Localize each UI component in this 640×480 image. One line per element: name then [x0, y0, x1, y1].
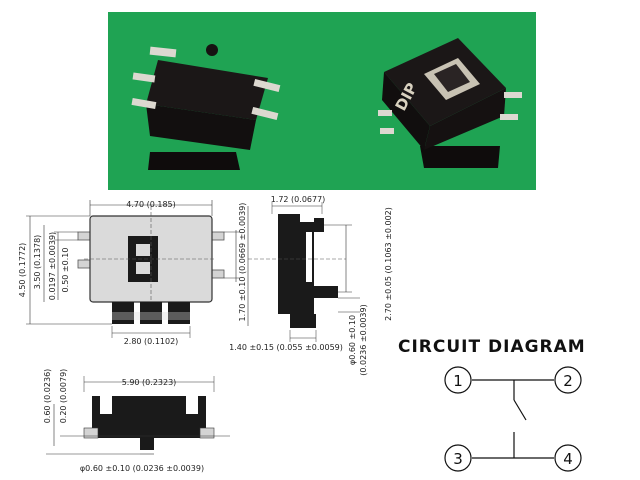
dim-lead-width-2: 0.50 ±0.10 — [61, 248, 70, 293]
front-pin — [140, 438, 154, 450]
top-view-drawing: 4.70 (0.185) 4.50 (0.1772) 3.50 (0.1378)… — [18, 200, 247, 346]
front-view-drawing: 5.90 (0.2323) 0.60 (0.0236) 0.20 (0.0079… — [43, 369, 230, 473]
dim-side-pin-2: (0.0236 ±0.0039) — [359, 304, 368, 375]
dim-front-height: 0.60 (0.0236) — [43, 369, 52, 424]
switch-contact — [513, 399, 527, 421]
actuator-nub — [206, 44, 218, 56]
lead — [149, 46, 177, 58]
bottom-pin — [168, 302, 190, 324]
node-4 — [554, 444, 582, 472]
dim-lead-width: 0.0197 ±0.0039) — [48, 232, 57, 300]
node-1-label: 1 — [453, 372, 463, 390]
node-2-label: 2 — [563, 372, 573, 390]
side-view-drawing: 1.72 (0.0677) 2.70 ±0.05 (0.1063 ±0.002)… — [229, 195, 393, 376]
circuit-diagram: CIRCUIT DIAGRAM 1 2 3 4 — [398, 337, 586, 472]
dim-inner-height: 3.50 (0.1378) — [33, 235, 42, 290]
bottom-pin — [112, 302, 134, 324]
lead — [504, 92, 522, 98]
lead — [83, 427, 99, 439]
lead — [380, 128, 394, 134]
lead — [132, 72, 156, 83]
lead — [131, 97, 157, 110]
component-photo: DIP — [108, 12, 536, 190]
dim-bottom: 2.80 (0.1102) — [124, 337, 179, 346]
dim-front-width: 5.90 (0.2323) — [122, 378, 177, 387]
node-3 — [444, 444, 472, 472]
circuit-title: CIRCUIT DIAGRAM — [398, 337, 586, 357]
lead — [253, 78, 281, 93]
bottom-pin — [140, 302, 162, 324]
lead — [500, 114, 518, 120]
dim-height: 4.50 (0.1772) — [18, 243, 27, 298]
dim-side-pin: φ0.60 ±0.10 — [348, 315, 357, 365]
lead — [199, 427, 215, 439]
switch-photo-underside — [131, 44, 281, 170]
node-3-label: 3 — [453, 450, 463, 468]
dim-width: 4.70 (0.185) — [126, 200, 176, 209]
switch-photo-top: DIP — [378, 38, 522, 168]
dim-side-bottom: 1.40 ±0.15 (0.055 ±0.0059) — [229, 343, 343, 352]
node-2 — [554, 366, 582, 394]
dim-side-top: 1.72 (0.0677) — [271, 195, 326, 204]
node-1 — [444, 366, 472, 394]
dim-right: 1.70 ±0.10 (0.0669 ±0.0039) — [238, 203, 247, 322]
lead — [378, 110, 392, 116]
lead — [251, 106, 279, 121]
node-4-label: 4 — [563, 450, 573, 468]
dim-front-height-2: 0.20 (0.0079) — [59, 369, 68, 424]
dim-front-pin: φ0.60 ±0.10 (0.0236 ±0.0039) — [80, 464, 204, 473]
side-body — [278, 214, 300, 314]
dim-side-right: 2.70 ±0.05 (0.1063 ±0.002) — [384, 207, 393, 321]
